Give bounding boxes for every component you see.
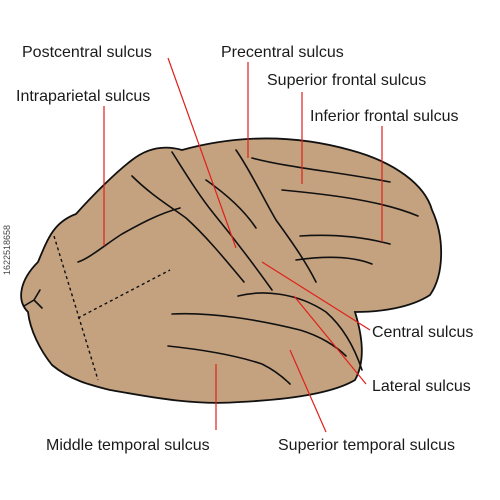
label-superior-frontal-sulcus: Superior frontal sulcus [267,72,426,89]
middle-temporal-sulcus-line [167,345,291,385]
frontal-sulcus-upper-line [281,189,419,217]
parieto-occipital-boundary [53,235,99,381]
brain-outline [20,137,443,404]
label-lateral-sulcus: Lateral sulcus [372,378,471,395]
central-sulcus-line [171,151,273,291]
leader-superior-temporal [289,349,327,433]
leader-lateral [293,295,367,385]
frontal-sulcus-lower-line [295,256,373,265]
temporo-occipital-boundary [77,269,171,319]
inferior-frontal-sulcus-line [299,234,391,245]
precentral-sulcus-line [235,149,317,283]
image-id-text: 1622518658 [2,224,12,276]
superior-temporal-sulcus-line [171,312,347,357]
label-inferior-frontal-sulcus: Inferior frontal sulcus [310,108,459,125]
leader-central [261,261,371,331]
precentral-branch-line [205,179,257,229]
label-postcentral-sulcus: Postcentral sulcus [22,44,152,61]
postcentral-sulcus-line [131,175,245,283]
intraparietal-sulcus-line [77,207,181,263]
label-superior-temporal-sulcus: Superior temporal sulcus [278,437,455,454]
lateral-sulcus-line [237,292,363,371]
label-intraparietal-sulcus: Intraparietal sulcus [16,88,150,105]
occipital-notch-line [23,289,43,309]
leader-postcentral [167,57,237,249]
label-central-sulcus: Central sulcus [372,324,473,341]
superior-frontal-sulcus-line [251,157,391,183]
label-precentral-sulcus: Precentral sulcus [221,44,344,61]
image-id-strip: 1622518658 [0,0,14,500]
label-middle-temporal-sulcus: Middle temporal sulcus [46,437,210,454]
